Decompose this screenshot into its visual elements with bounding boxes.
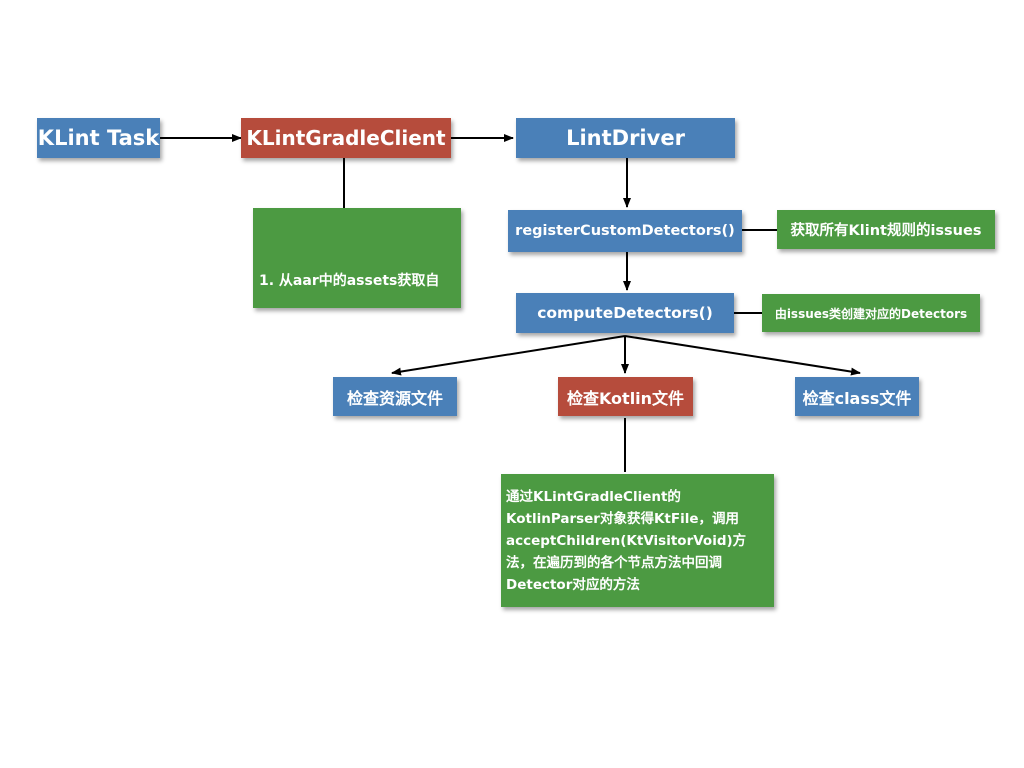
kotlin-note-line: 法，在遍历到的各个节点方法中回调	[506, 555, 722, 571]
lint-driver-node: LintDriver	[516, 118, 735, 158]
gradle-client-label: KLintGradleClient	[246, 126, 446, 150]
compute-detectors-node: computeDetectors()	[516, 293, 734, 333]
kotlin-note-line: acceptChildren(KtVisitorVoid)方	[506, 533, 747, 549]
check-resources-label: 检查资源文件	[346, 388, 443, 408]
lint-driver-label: LintDriver	[566, 126, 685, 150]
check-resources-node: 检查资源文件	[333, 377, 457, 416]
register-detectors-node: registerCustomDetectors()	[508, 210, 742, 252]
check-class-node: 检查class文件	[795, 377, 919, 416]
gradle-client-node: KLintGradleClient	[241, 118, 451, 158]
kotlin-note-line: KotlinParser对象获得KtFile，调用	[506, 511, 740, 527]
check-kotlin-label: 检查Kotlin文件	[566, 388, 685, 408]
klint-task-node: KLint Task	[37, 118, 160, 158]
kotlin-note-line: 通过KLintGradleClient的	[506, 489, 681, 505]
client-step-line: 1. 从aar中的assets获取自	[259, 273, 440, 289]
register-note-label: 获取所有Klint规则的issues	[790, 223, 982, 239]
compute-note: 由issues类创建对应的Detectors	[762, 294, 980, 332]
client-steps-note: 1. 从aar中的assets获取自 定义Klint规则的jar包 2. 获取K…	[253, 208, 461, 427]
client-step-line: 定义Klint规则的jar包	[259, 342, 421, 358]
klint-task-label: KLint Task	[37, 126, 160, 150]
register-note: 获取所有Klint规则的issues	[777, 210, 995, 249]
register-detectors-label: registerCustomDetectors()	[515, 223, 735, 239]
compute-detectors-label: computeDetectors()	[537, 304, 713, 322]
check-kotlin-node: 检查Kotlin文件	[558, 377, 693, 416]
check-class-label: 检查class文件	[802, 388, 912, 408]
kotlin-note-line: Detector对应的方法	[506, 577, 640, 593]
arrow-compute-to-class	[624, 335, 861, 376]
compute-note-label: 由issues类创建对应的Detectors	[774, 306, 968, 321]
arrow-compute-to-resources	[391, 335, 626, 376]
kotlin-note: 通过KLintGradleClient的 KotlinParser对象获得KtF…	[501, 474, 774, 607]
